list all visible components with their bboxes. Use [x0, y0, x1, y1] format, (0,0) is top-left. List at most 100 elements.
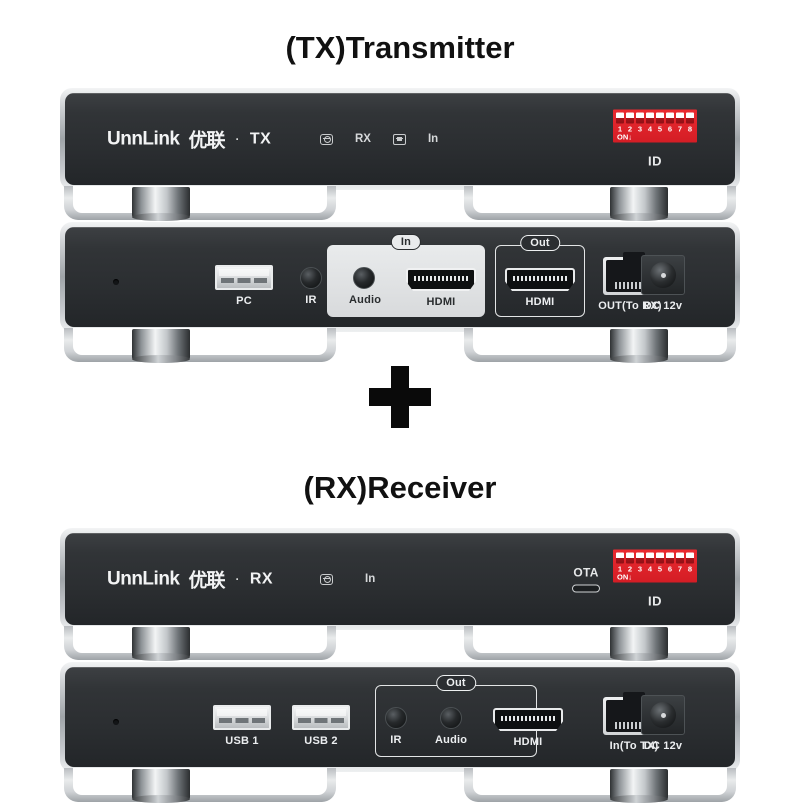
foot-cylinder-right: [610, 187, 668, 221]
tx-ir-label: IR: [305, 294, 317, 306]
in-indicator-label: In: [427, 133, 439, 145]
dip-num-7: 7: [677, 564, 683, 574]
rx-dip-switch-group: 1 2 3 4 5 6 7 8 ON↓: [613, 549, 697, 609]
brand-separator: ·: [234, 570, 240, 587]
rx-audio-out-label: Audio: [435, 734, 468, 746]
foot-cylinder-right: [610, 627, 668, 661]
rx-rear-feet: [60, 768, 740, 806]
tx-hdmi-out-port[interactable]: HDMI: [505, 268, 575, 308]
rx-front-feet: [60, 626, 740, 664]
micro-usb-icon[interactable]: [572, 584, 600, 593]
brand-logo-cn: 优联: [188, 130, 226, 152]
foot-bracket-left: [64, 186, 336, 220]
tx-dip-toggles[interactable]: [616, 112, 694, 124]
rx-usb1-port[interactable]: USB 1: [213, 705, 271, 747]
dip-toggle-4[interactable]: [646, 552, 654, 564]
foot-bracket-right: [464, 768, 736, 802]
tx-front-face: UnnLink 优联 · TX RX In: [65, 93, 735, 185]
rx-rear-content: Out USB 1 USB 2 IR: [65, 667, 735, 767]
dip-toggle-1[interactable]: [616, 552, 624, 564]
dip-toggle-5[interactable]: [656, 112, 664, 124]
rx-section: (RX)Receiver UnnLink 优联 · RX In: [0, 470, 800, 806]
rx-dip-switch[interactable]: 1 2 3 4 5 6 7 8 ON↓: [613, 549, 697, 583]
foot-cylinder-left: [132, 769, 190, 803]
tx-reset-pinhole[interactable]: [113, 279, 119, 285]
tx-ir-port[interactable]: IR: [298, 267, 324, 306]
rx-dip-toggles[interactable]: [616, 552, 694, 564]
usb-icon: [215, 265, 273, 290]
tx-section: (TX)Transmitter UnnLink 优联 · TX: [0, 30, 800, 366]
dip-toggle-8[interactable]: [686, 112, 694, 124]
tx-brand: UnnLink 优联 · TX: [107, 126, 271, 153]
tx-hdmi-out-label: HDMI: [525, 296, 555, 308]
rx-front-content: UnnLink 优联 · RX In OTA: [65, 533, 735, 625]
dip-toggle-3[interactable]: [636, 552, 644, 564]
link-icon: [320, 573, 333, 585]
tx-dip-switch-group: 1 2 3 4 5 6 7 8 ON↓: [613, 109, 697, 169]
dip-toggle-6[interactable]: [666, 552, 674, 564]
rx-ota-label: OTA: [573, 565, 599, 580]
dip-num-4: 4: [647, 564, 653, 574]
dip-toggle-7[interactable]: [676, 112, 684, 124]
brand-model: TX: [249, 130, 272, 147]
rx-rear-panel: Out USB 1 USB 2 IR: [60, 662, 740, 806]
rx-hdmi-out-port[interactable]: HDMI: [493, 708, 563, 748]
tx-dip-id-label: ID: [648, 153, 662, 169]
tx-pc-usb-port[interactable]: PC: [215, 265, 273, 307]
tx-audio-in-port[interactable]: Audio: [349, 267, 382, 306]
rx-indicator-row: In: [320, 573, 375, 585]
in-indicator-label: In: [365, 573, 376, 585]
rx-output-group-tag: Out: [436, 675, 476, 691]
dip-toggle-1[interactable]: [616, 112, 624, 124]
foot-bracket-right: [464, 186, 736, 220]
dip-toggle-6[interactable]: [666, 112, 674, 124]
rx-usb2-port[interactable]: USB 2: [292, 705, 350, 747]
rx-dip-id-label: ID: [648, 593, 662, 609]
dip-toggle-2[interactable]: [626, 112, 634, 124]
dip-toggle-7[interactable]: [676, 552, 684, 564]
tx-audio-in-label: Audio: [349, 294, 382, 306]
audio-jack-icon: [440, 707, 462, 729]
plus-separator-icon: [369, 366, 431, 428]
usb-icon: [292, 705, 350, 730]
dip-num-4: 4: [647, 124, 653, 134]
foot-bracket-right: [464, 626, 736, 660]
foot-cylinder-left: [132, 627, 190, 661]
tx-front-shell: UnnLink 优联 · TX RX In: [60, 88, 740, 190]
rx-hdmi-out-label: HDMI: [513, 736, 543, 748]
dip-on-text: ON: [617, 132, 629, 142]
dip-num-1: 1: [617, 564, 623, 574]
tx-input-group-tag: In: [390, 234, 422, 250]
dip-on-text: ON: [617, 572, 629, 582]
dip-toggle-3[interactable]: [636, 112, 644, 124]
dip-num-2: 2: [627, 564, 633, 574]
dip-num-8: 8: [687, 124, 693, 134]
tx-dip-switch[interactable]: 1 2 3 4 5 6 7 8 ON↓: [613, 109, 697, 143]
brand-model: RX: [249, 570, 274, 587]
dip-toggle-8[interactable]: [686, 552, 694, 564]
foot-cylinder-right: [610, 329, 668, 363]
tx-output-group-frame: Out: [495, 235, 585, 317]
tx-indicator-row: RX In: [320, 133, 438, 145]
rx-rear-shell: Out USB 1 USB 2 IR: [60, 662, 740, 772]
tx-dc-power-port[interactable]: DC 12v: [641, 255, 685, 312]
dip-toggle-4[interactable]: [646, 112, 654, 124]
dip-num-3: 3: [637, 124, 643, 134]
tx-hdmi-in-port[interactable]: HDMI: [406, 268, 476, 308]
tx-front-panel: UnnLink 优联 · TX RX In: [60, 88, 740, 224]
dip-toggle-5[interactable]: [656, 552, 664, 564]
rx-rj45-in-label: In(To TX): [609, 740, 659, 752]
ir-jack-icon: [300, 267, 322, 289]
rx-ir-port[interactable]: IR: [383, 707, 409, 746]
rx-dc-power-port[interactable]: DC 12v: [641, 695, 685, 752]
foot-bracket-left: [64, 768, 336, 802]
dip-toggle-2[interactable]: [626, 552, 634, 564]
foot-bracket-right: [464, 328, 736, 362]
rx-reset-pinhole[interactable]: [113, 719, 119, 725]
tx-rear-feet: [60, 328, 740, 366]
brand-separator: ·: [234, 130, 240, 147]
rx-audio-out-port[interactable]: Audio: [435, 707, 467, 746]
rx-rear-face: Out USB 1 USB 2 IR: [65, 667, 735, 767]
rx-front-panel: UnnLink 优联 · RX In OTA: [60, 528, 740, 664]
foot-bracket-left: [64, 626, 336, 660]
